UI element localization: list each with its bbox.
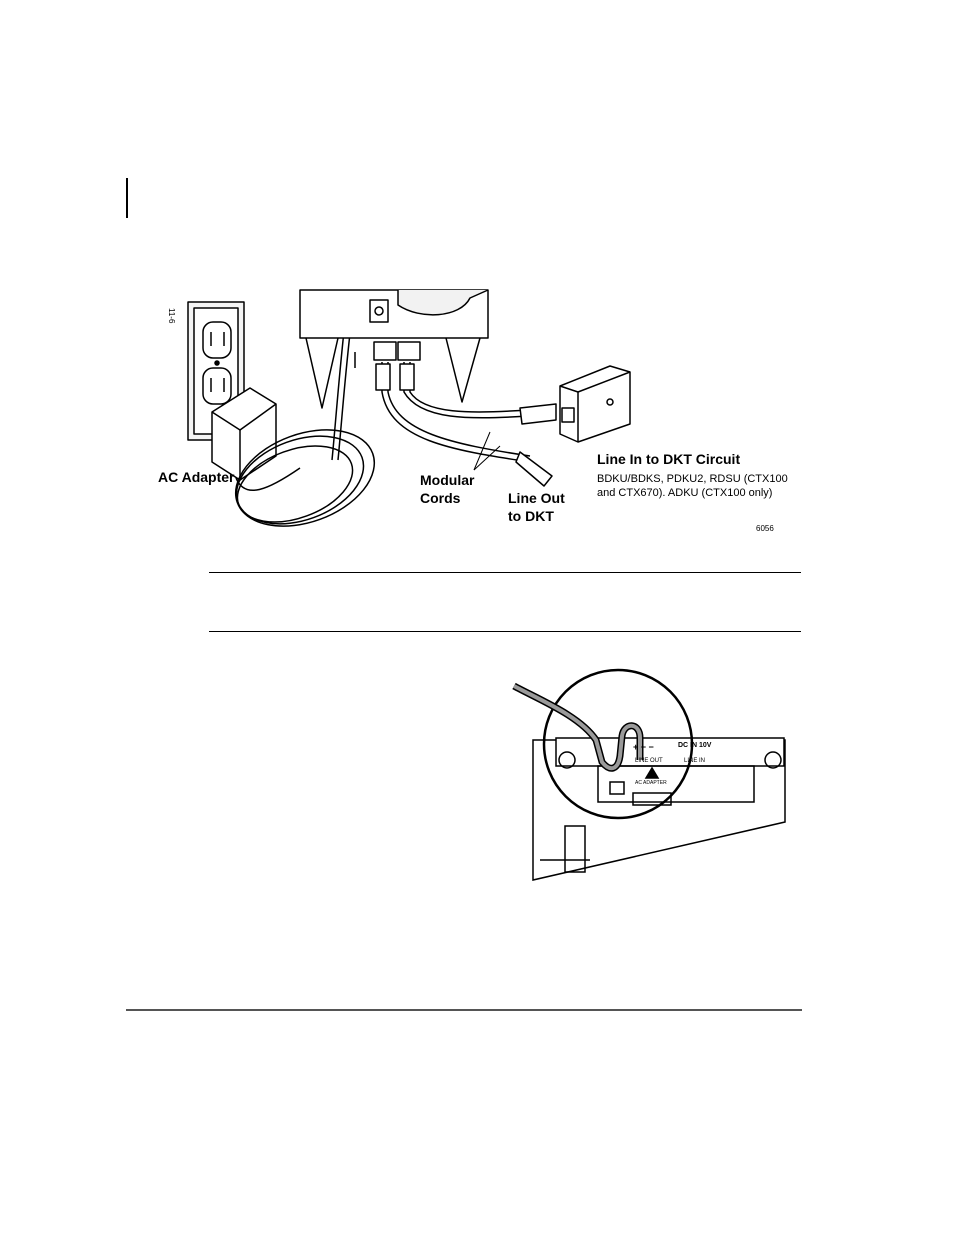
panel-polarity: + − − <box>633 742 654 752</box>
phone-base <box>299 289 489 409</box>
line-in-desc-line2: and CTX670). ADKU (CTX100 only) <box>597 487 773 499</box>
modular-cords-label-line2: Cords <box>420 490 461 506</box>
modular-cords-lines <box>375 362 557 487</box>
section-rule-bottom <box>209 631 801 632</box>
line-in-desc-line1: BDKU/BDKS, PDKU2, RDSU (CTX100 <box>597 473 788 485</box>
section-rule-top <box>209 572 801 573</box>
ac-adapter-label: AC Adapter <box>158 469 235 485</box>
footer-rule <box>126 1009 802 1011</box>
panel-line-out: LINE OUT <box>635 758 663 764</box>
line-out-label-line2: to DKT <box>508 508 554 524</box>
line-in-title: Line In to DKT Circuit <box>597 451 741 467</box>
panel-line-in: LINE IN <box>684 758 706 764</box>
change-bar <box>126 178 128 218</box>
panel-ac-adapter: AC ADAPTER <box>635 780 667 786</box>
wall-jack <box>559 365 631 443</box>
modular-cords-label-line1: Modular <box>420 472 475 488</box>
panel-dc-in: DC IN 10V <box>678 742 712 749</box>
coiled-cord <box>234 295 376 527</box>
figure-number: 6056 <box>756 524 774 533</box>
line-out-label-line1: Line Out <box>508 490 565 506</box>
